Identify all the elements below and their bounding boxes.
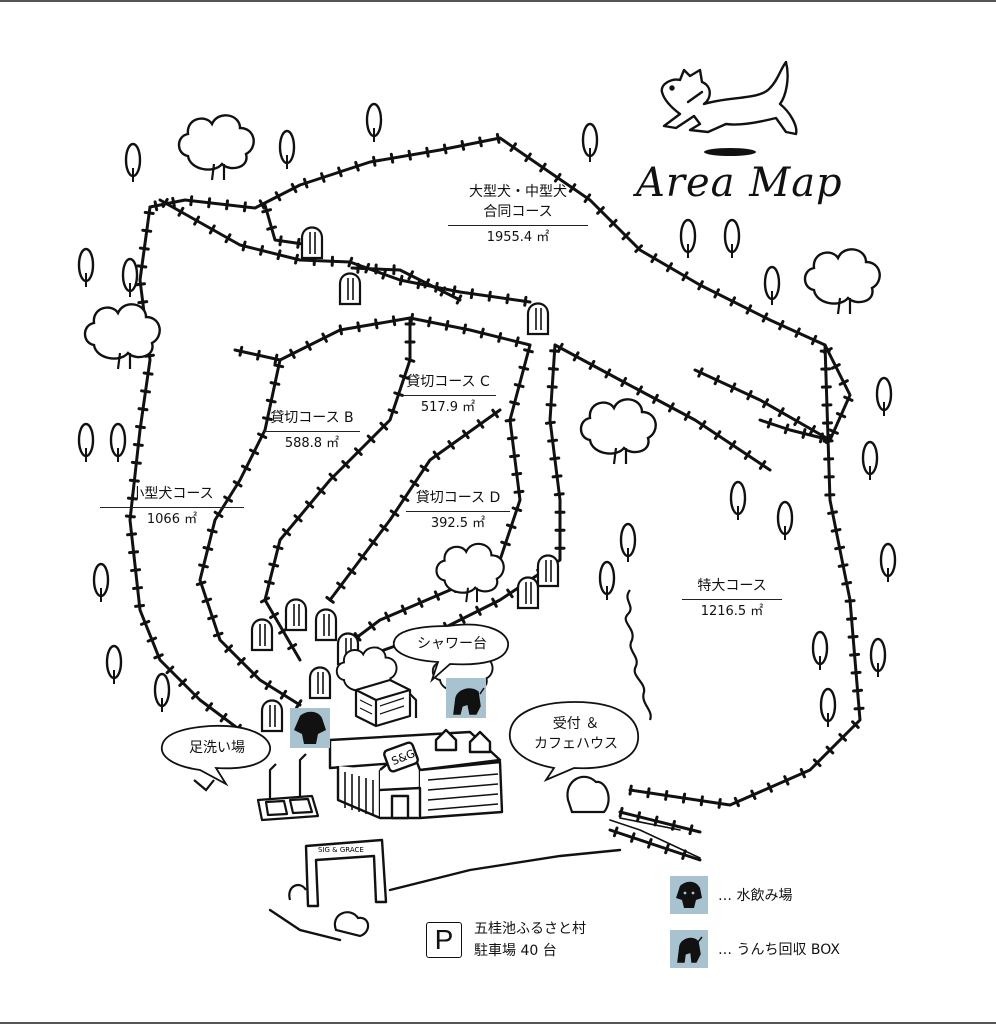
- course-area: 392.5 ㎡: [430, 516, 486, 531]
- parking-line2: 駐車場 40 台: [474, 943, 557, 959]
- speech-bubbles: [161, 623, 639, 787]
- fence-lines: [128, 136, 862, 862]
- map-title: Area Map: [636, 160, 843, 206]
- course-name-line1: 大型犬・中型犬: [469, 184, 567, 200]
- course-divider: [400, 395, 496, 396]
- course-area: 517.9 ㎡: [420, 400, 476, 415]
- parking-info: P 五桂池ふるさと村 駐車場 40 台: [426, 918, 586, 962]
- course-label-extra-large[interactable]: 特大コース 1216.5 ㎡: [682, 576, 782, 622]
- legend-water-station: … 水飲み場: [670, 876, 792, 914]
- parking-line1: 五桂池ふるさと村: [474, 921, 586, 937]
- dog-shadow: [704, 148, 756, 156]
- bubble-shower-shape: [393, 623, 509, 683]
- fence-upper-spur: [350, 266, 462, 302]
- course-divider: [406, 511, 510, 512]
- fence-b-top: [233, 316, 532, 362]
- course-area: 588.8 ㎡: [284, 436, 340, 451]
- course-area: 1955.4 ㎡: [486, 230, 550, 245]
- course-divider: [682, 599, 782, 600]
- fence-outer-left: [128, 205, 262, 747]
- fence-c-inner: [328, 408, 502, 602]
- course-divider: [264, 431, 360, 432]
- bubble-reception-shape: [508, 701, 639, 783]
- course-area: 1066 ㎡: [146, 512, 198, 527]
- fence-right-course: [553, 343, 772, 472]
- course-area: 1216.5 ㎡: [700, 604, 764, 619]
- course-divider: [100, 507, 244, 508]
- fence-posts: [124, 132, 865, 860]
- bubble-reception-line1: 受付 ＆: [552, 716, 600, 732]
- parking-icon: P: [426, 922, 462, 958]
- course-label-large-medium[interactable]: 大型犬・中型犬 合同コース 1955.4 ㎡: [448, 182, 588, 248]
- course-label-small[interactable]: 小型犬コース 1066 ㎡: [100, 484, 244, 530]
- entrance-gate: [304, 838, 388, 908]
- course-name-line2: 合同コース: [483, 204, 553, 220]
- course-label-private-d[interactable]: 貸切コース D 392.5 ㎡: [406, 488, 510, 534]
- course-name: 貸切コース C: [406, 374, 490, 390]
- gate-sign: SIG & GRACE: [318, 846, 364, 854]
- shrubs: [193, 589, 652, 938]
- bubble-reception-line2: カフェハウス: [534, 736, 618, 752]
- course-label-private-c[interactable]: 貸切コース C 517.9 ㎡: [400, 372, 496, 418]
- legend-label: … うんち回収 BOX: [718, 942, 840, 958]
- running-dog-illustration: [660, 60, 798, 136]
- foot-wash-station: [256, 753, 320, 822]
- course-name: 小型犬コース: [130, 486, 214, 502]
- course-divider: [448, 225, 588, 226]
- course-name: 特大コース: [697, 578, 767, 594]
- legend-poop-box: … うんち回収 BOX: [670, 930, 840, 968]
- course-name: 貸切コース B: [270, 410, 354, 426]
- fence-right-outer: [628, 343, 862, 807]
- bubble-footwash-label: 足洗い場: [189, 740, 245, 756]
- course-label-private-b[interactable]: 貸切コース B 588.8 ㎡: [264, 408, 360, 454]
- top-border: [0, 0, 996, 2]
- road: [268, 817, 701, 942]
- bubble-shower-label: シャワー台: [417, 636, 487, 652]
- shower-station: [354, 678, 418, 728]
- dog-face-icon: [670, 876, 708, 914]
- bottom-border: [0, 1022, 996, 1024]
- reception-cafe-building: [328, 728, 504, 820]
- course-name: 貸切コース D: [415, 490, 501, 506]
- bubble-reception-label: 受付 ＆ カフェハウス: [520, 714, 632, 754]
- legend-label: … 水飲み場: [718, 888, 793, 904]
- dog-poop-icon: [670, 930, 708, 968]
- map-icon-markers: [290, 678, 486, 748]
- bubble-footwash-shape: [161, 725, 271, 787]
